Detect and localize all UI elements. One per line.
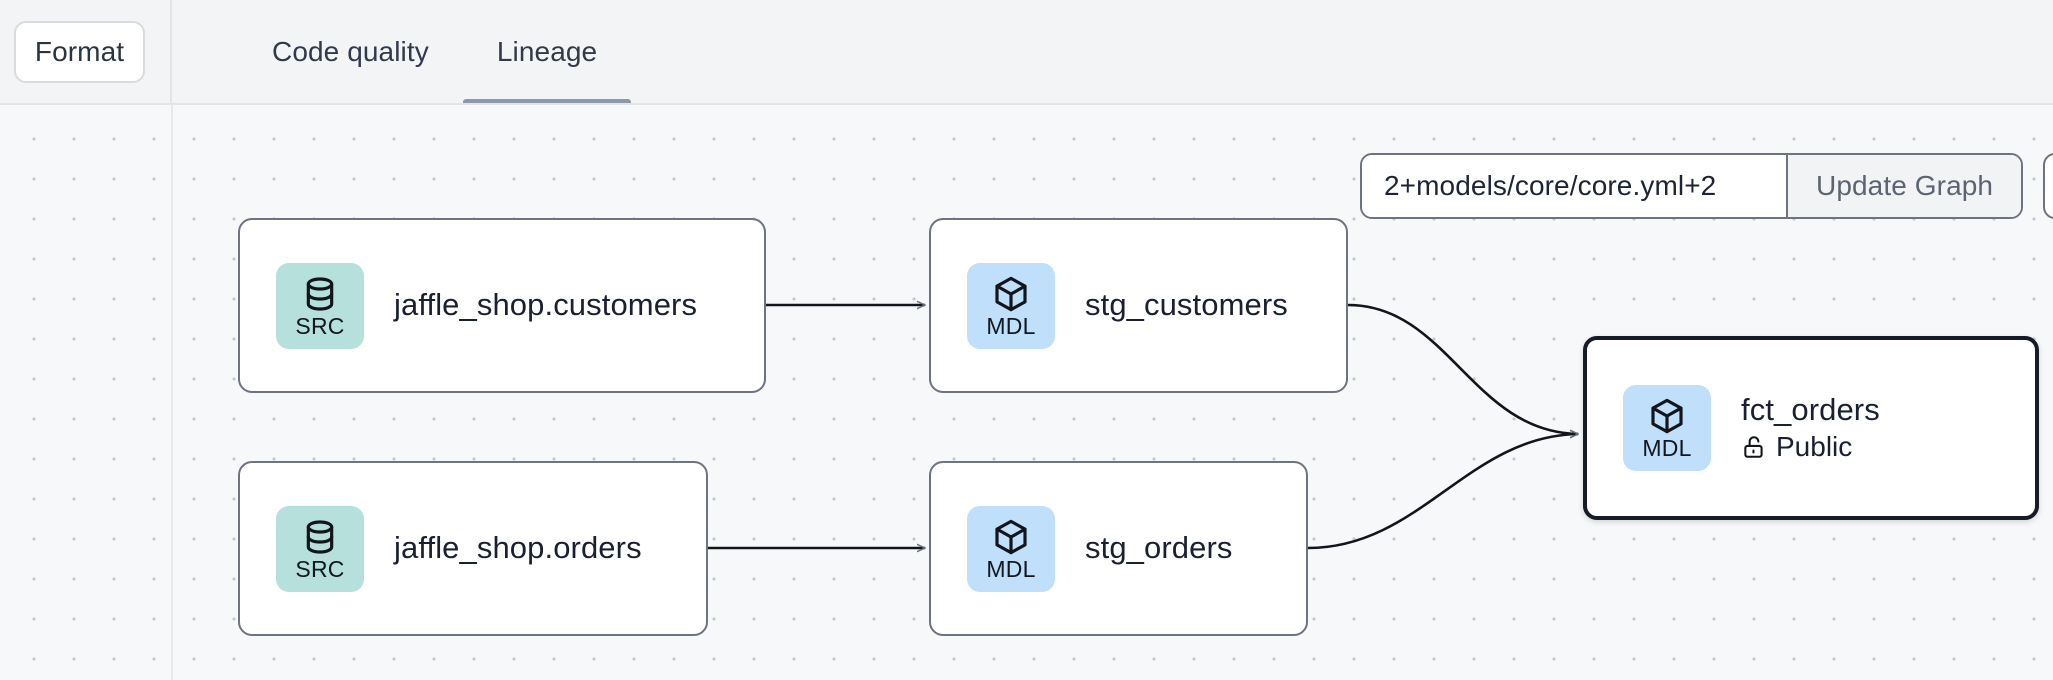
toolbar-left-section: Format <box>0 0 172 104</box>
node-title: fct_orders <box>1741 391 1880 427</box>
badge-mdl: MDL <box>967 505 1055 592</box>
database-icon <box>306 276 334 311</box>
database-icon <box>306 519 334 554</box>
format-button[interactable]: Format <box>14 21 145 83</box>
edge-stg-orders-to-fct-orders <box>1307 434 1578 550</box>
node-text: jaffle_shop.orders <box>394 530 642 566</box>
lineage-node-src-orders[interactable]: SRC jaffle_shop.orders <box>238 461 708 636</box>
node-title: jaffle_shop.orders <box>394 530 642 566</box>
node-text: stg_customers <box>1085 287 1288 323</box>
lineage-node-fct-orders[interactable]: MDL fct_orders Public <box>1583 336 2039 520</box>
badge-src: SRC <box>276 262 364 349</box>
badge-mdl-label: MDL <box>986 312 1036 339</box>
toolbar-divider <box>0 103 2053 105</box>
node-text: stg_orders <box>1085 530 1233 566</box>
node-access-badge: Public <box>1741 431 1880 463</box>
graph-selector-input[interactable] <box>1362 155 1786 217</box>
badge-mdl: MDL <box>1623 385 1711 471</box>
badge-src: SRC <box>276 505 364 592</box>
node-title: stg_orders <box>1085 530 1233 566</box>
graph-selector-group: Update Graph <box>1360 153 2024 219</box>
tab-code-quality[interactable]: Code quality <box>238 0 463 104</box>
node-title: jaffle_shop.customers <box>394 287 698 323</box>
lineage-node-stg-orders[interactable]: MDL stg_orders <box>929 461 1308 636</box>
badge-mdl-label: MDL <box>986 555 1036 582</box>
graph-controls-overflow[interactable] <box>2043 153 2053 219</box>
unlock-icon <box>1744 436 1763 459</box>
tab-lineage-label: Lineage <box>496 36 598 67</box>
lineage-canvas[interactable]: SRC jaffle_shop.customers MDL stg_custom… <box>0 105 2053 680</box>
node-text: fct_orders Public <box>1741 391 1880 464</box>
cube-icon <box>995 519 1027 554</box>
tab-code-quality-label: Code quality <box>272 36 429 67</box>
lineage-node-src-customers[interactable]: SRC jaffle_shop.customers <box>238 218 766 393</box>
badge-src-label: SRC <box>295 312 345 339</box>
toolbar: Format Code quality Lineage <box>0 0 2053 104</box>
node-text: jaffle_shop.customers <box>394 287 698 323</box>
update-graph-button[interactable]: Update Graph <box>1786 155 2022 217</box>
cube-icon <box>1651 398 1683 434</box>
cube-icon <box>995 276 1027 311</box>
tab-lineage[interactable]: Lineage <box>462 0 632 104</box>
edge-stg-customers-to-fct-orders <box>1347 303 1578 434</box>
canvas-left-divider <box>171 105 173 680</box>
node-access-label: Public <box>1776 431 1853 463</box>
node-title: stg_customers <box>1085 287 1288 323</box>
tab-bar: Code quality Lineage <box>172 0 632 104</box>
badge-mdl: MDL <box>967 262 1055 349</box>
badge-mdl-label: MDL <box>1642 435 1692 461</box>
lineage-node-stg-customers[interactable]: MDL stg_customers <box>929 218 1348 393</box>
badge-src-label: SRC <box>295 555 345 582</box>
